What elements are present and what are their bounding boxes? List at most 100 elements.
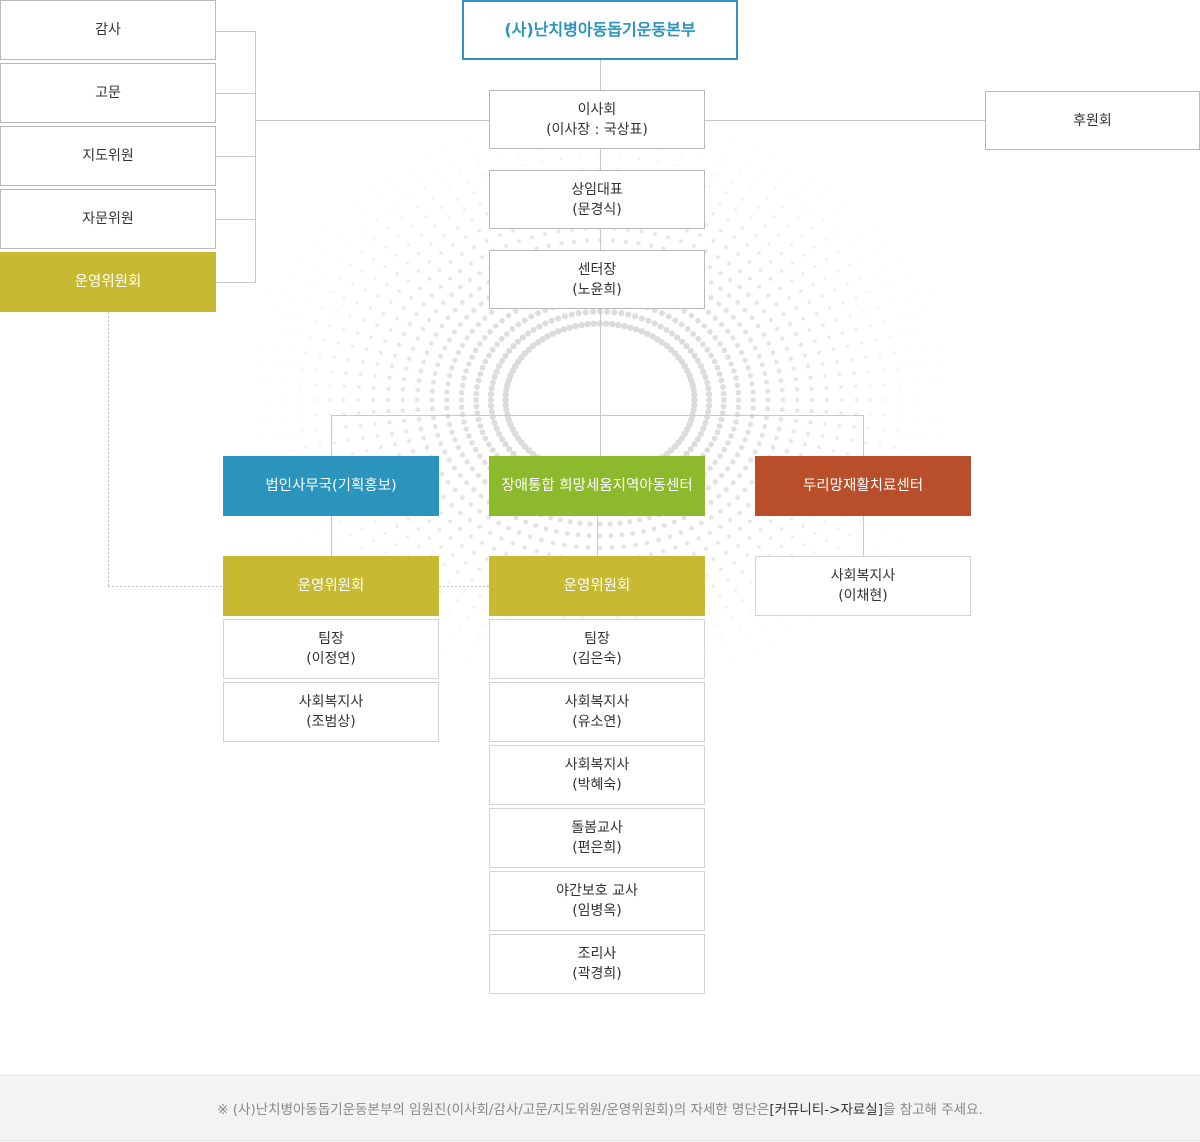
background-dot (651, 526, 657, 532)
background-dot (491, 419, 498, 426)
background-dot (442, 449, 448, 455)
background-dot (432, 423, 438, 430)
background-dot (243, 437, 245, 439)
background-dot (747, 536, 752, 540)
staff-role: 팀장 (584, 631, 610, 647)
background-dot (726, 261, 732, 266)
background-dot (689, 411, 696, 419)
background-dot (684, 228, 689, 233)
background-dot (860, 257, 864, 260)
background-dot (786, 224, 790, 228)
background-dot (703, 249, 709, 254)
background-dot (427, 259, 432, 264)
background-dot (836, 270, 839, 274)
background-dot (300, 538, 303, 541)
background-dot (445, 315, 451, 321)
background-dot (726, 577, 730, 582)
background-dot (748, 580, 753, 584)
consulting-member-label: 자문위원 (82, 211, 134, 227)
background-dot (452, 357, 458, 363)
background-dot (735, 300, 740, 305)
background-dot (475, 377, 482, 384)
background-dot (513, 515, 519, 521)
background-dot (521, 317, 528, 324)
background-dot (300, 259, 303, 262)
background-dot (502, 396, 509, 404)
background-dot (267, 288, 269, 290)
background-dot (466, 433, 472, 439)
background-dot (618, 310, 625, 317)
background-dot (784, 449, 790, 454)
background-dot (934, 533, 936, 535)
background-dot (717, 524, 723, 530)
background-dot (586, 533, 592, 539)
background-dot (825, 257, 829, 261)
background-dot (848, 554, 852, 557)
background-dot (663, 326, 670, 333)
background-dot (719, 163, 722, 166)
background-dot (361, 436, 365, 440)
background-dot (778, 651, 781, 653)
background-dot (734, 411, 741, 418)
footer-note-prefix: ※ (사)난치병아동돕기운동본부의 임원진(이사회/감사/고문/지도위원/운영위… (217, 1102, 770, 1118)
background-dot (243, 361, 245, 363)
background-dot (738, 627, 741, 630)
background-dot (376, 218, 379, 221)
background-dot (463, 560, 468, 565)
background-dot (678, 321, 685, 328)
background-dot (585, 545, 591, 550)
background-dot (364, 347, 369, 352)
background-dot (738, 170, 741, 173)
background-dot (927, 416, 931, 419)
connector-lines (108, 31, 985, 587)
background-dot (802, 353, 808, 358)
background-dot (477, 270, 483, 276)
background-dot (741, 598, 745, 602)
background-dot (446, 649, 449, 651)
background-dot (451, 465, 458, 471)
background-dot (478, 201, 482, 205)
background-dot (837, 423, 842, 428)
background-dot (813, 246, 817, 250)
background-dot (736, 543, 741, 548)
background-dot (424, 445, 430, 450)
background-dot (419, 233, 423, 237)
background-dot (460, 495, 465, 500)
background-dot (747, 260, 752, 264)
background-dot (313, 532, 316, 535)
background-dot (720, 403, 727, 410)
background-dot (604, 308, 611, 315)
background-dot (478, 163, 481, 166)
background-dot (468, 261, 474, 266)
background-dot (734, 382, 741, 389)
background-dot (438, 545, 443, 549)
background-dot (798, 640, 801, 643)
background-dot (893, 446, 896, 449)
staff-role: 돌봄교사 (571, 820, 623, 836)
background-dot (717, 270, 723, 276)
background-dot (369, 335, 374, 340)
background-dot (660, 148, 663, 152)
background-dot (845, 451, 850, 456)
background-dot (451, 553, 455, 557)
footer-note: ※ (사)난치병아동돕기운동본부의 임원진(이사회/감사/고문/지도위원/운영위… (0, 1075, 1200, 1141)
background-dot (884, 532, 887, 535)
background-dot (735, 389, 742, 396)
background-dot (371, 539, 375, 543)
background-dot (811, 283, 815, 287)
background-dot (247, 342, 249, 345)
background-dot (394, 316, 399, 321)
background-dot (470, 218, 474, 223)
background-dot (482, 315, 488, 321)
background-dot (361, 318, 366, 323)
org-title: (사)난치병아동돕기운동본부 (462, 0, 738, 60)
background-dot (808, 620, 811, 623)
background-dot (802, 543, 806, 547)
background-dot (397, 289, 402, 294)
background-dot (692, 680, 694, 682)
background-dot (621, 322, 628, 330)
background-dot (881, 286, 884, 289)
background-dot (555, 315, 562, 322)
background-dot (589, 308, 596, 315)
background-dot (461, 667, 464, 670)
